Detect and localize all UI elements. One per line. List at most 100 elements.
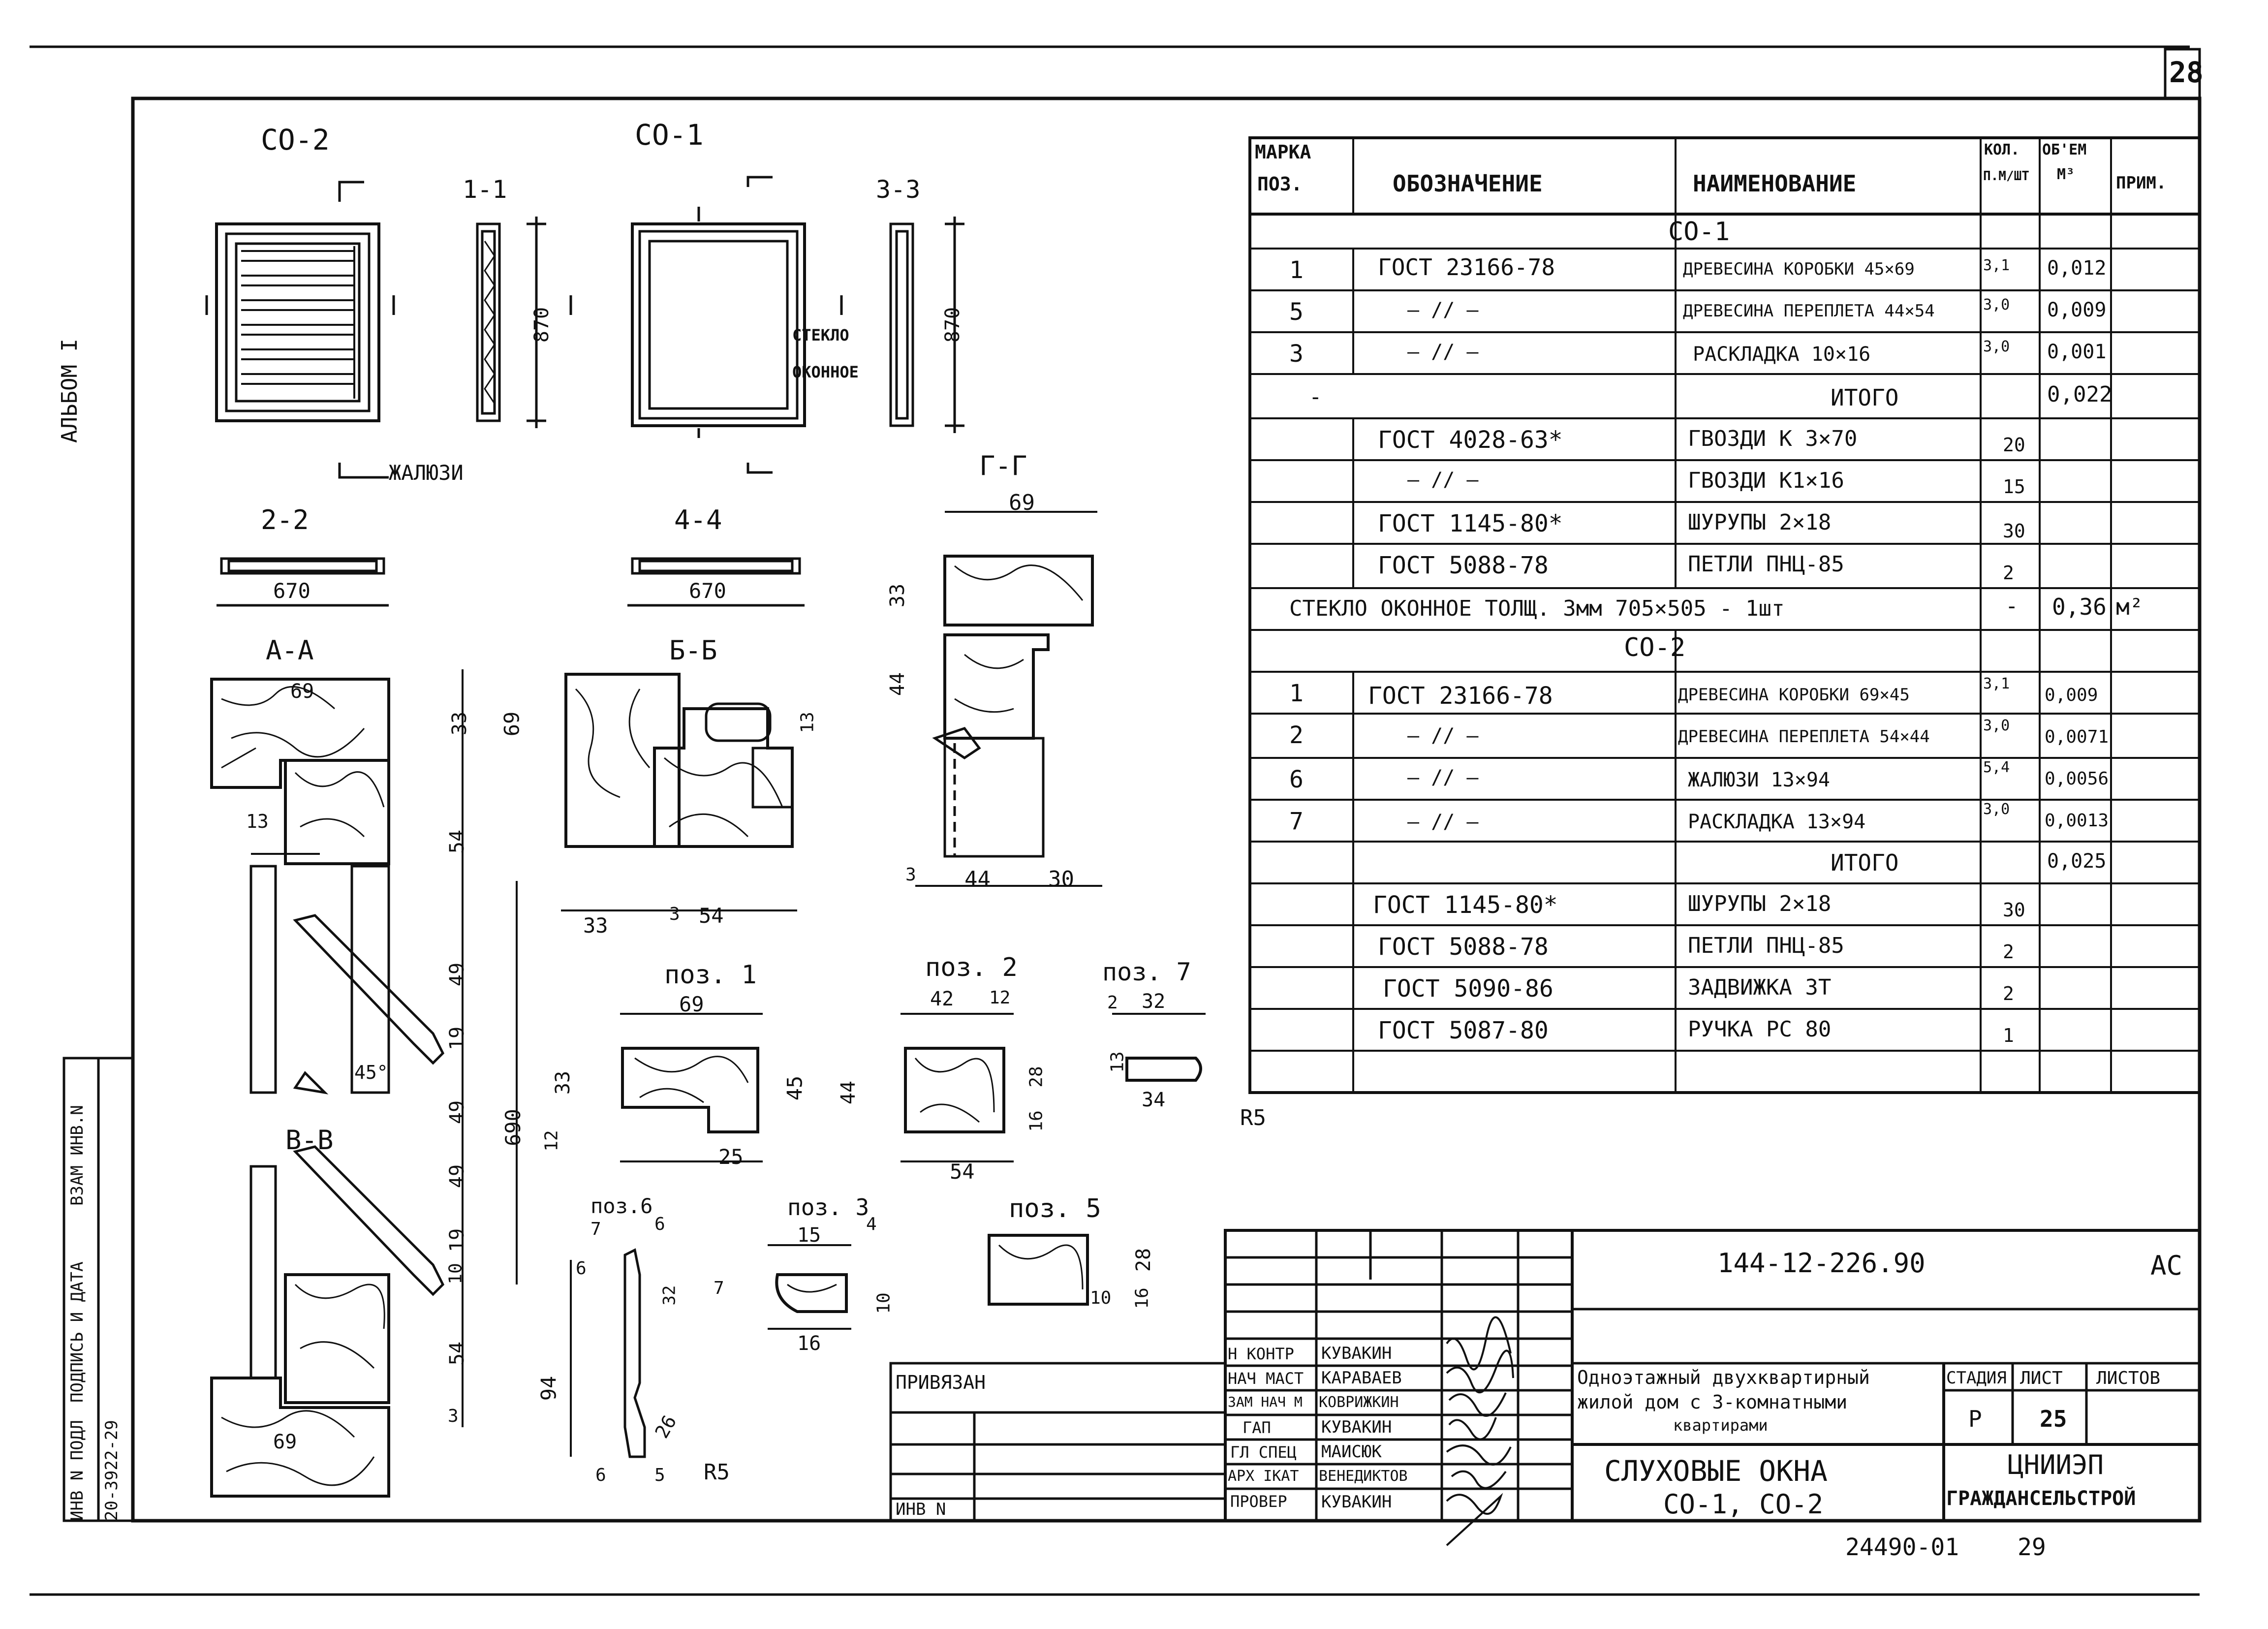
table-row-oboz: — // — (1407, 811, 1479, 833)
stadiya-value: Р (1968, 1406, 1982, 1432)
radius-r5-a: R5 (1240, 1105, 1266, 1130)
signer-name: КОВРИЖКИН (1319, 1394, 1399, 1411)
section-v-v: В-В (285, 1125, 334, 1156)
inv-label: ИНВ N (896, 1500, 946, 1519)
table-row-kol: 2 (2003, 562, 2014, 584)
table-row-oboz: — // — (1407, 341, 1479, 363)
poz-1-label: поз. 1 (664, 960, 757, 990)
hdr-obem: ОБ'ЕМ (2042, 141, 2087, 158)
dim-33-a: 33 (448, 711, 471, 736)
table-row-kol: 30 (2003, 899, 2025, 921)
itogo-value-co2: 0,025 (2047, 850, 2107, 873)
table-row-name: ГВОЗДИ К 3×70 (1688, 426, 1858, 451)
role: Н КОНТР (1228, 1345, 1294, 1363)
glass-row-prim: м² (2116, 594, 2144, 620)
co1-title: СО-1 (635, 118, 704, 152)
table-row-name: ПЕТЛИ ПНЦ-85 (1688, 552, 1844, 577)
dim-30: 30 (1048, 867, 1074, 892)
poz-6-label: поз.6 (590, 1194, 653, 1218)
signer-name: КУВАКИН (1321, 1417, 1392, 1437)
table-row-name: РАСКЛАДКА 10×16 (1693, 343, 1871, 366)
table-row-name: ПЕТЛИ ПНЦ-85 (1688, 933, 1844, 958)
table-row-poz: 2 (1289, 721, 1304, 749)
list-label: ЛИСТ (2020, 1368, 2063, 1388)
table-row-oboz: — // — (1407, 469, 1479, 491)
role: ЗАМ НАЧ М (1228, 1394, 1303, 1410)
dim-12-b: 12 (989, 988, 1011, 1008)
table-row-kol: 5,4 (1983, 759, 2010, 776)
dim-32-b: 32 (659, 1285, 680, 1306)
table-row-name: РУЧКА РС 80 (1688, 1017, 1832, 1042)
table-row-name: ЗАДВИЖКА 3Т (1688, 975, 1832, 1000)
dim-42: 42 (930, 988, 954, 1010)
table-row-poz: 6 (1289, 766, 1304, 793)
dim-45: 45 (782, 1075, 807, 1101)
table-row-kol: 2 (2003, 983, 2014, 1004)
table-row-kol: 3,0 (1983, 801, 2010, 818)
section-a-a: А-А (266, 635, 314, 666)
dim-10: 10 (445, 1263, 466, 1284)
dim-94: 94 (536, 1376, 561, 1401)
table-row-oboz: ГОСТ 23166-78 (1368, 682, 1553, 710)
dim-13-b: 13 (797, 712, 818, 733)
dim-2: 2 (1107, 993, 1118, 1013)
table-row-kol: 2 (2003, 941, 2014, 963)
table-row-oboz: ГОСТ 5088-78 (1378, 552, 1549, 579)
signer-name: МАИСЮК (1321, 1442, 1382, 1462)
dim-5: 5 (654, 1465, 665, 1485)
hdr-obem-units: М³ (2057, 166, 2075, 183)
glass-row-kol: - (2005, 594, 2019, 619)
dim-10-b: 10 (873, 1292, 894, 1314)
table-row-oboz: ГОСТ 1145-80* (1378, 510, 1563, 537)
section-1-1: 1-1 (463, 175, 507, 204)
privyazan-label: ПРИВЯЗАН (896, 1372, 986, 1393)
table-row-obem: 0,0071 (2045, 727, 2109, 747)
hdr-kol: КОЛ. (1984, 141, 2020, 158)
dim-670-a: 670 (273, 579, 311, 603)
dim-25: 25 (718, 1145, 744, 1169)
dim-54-d: 54 (446, 1341, 469, 1366)
dim-3-a: 3 (669, 904, 680, 924)
side-inv-podl: ИНВ N ПОДЛ (67, 1420, 87, 1521)
table-row-oboz: — // — (1407, 299, 1479, 321)
dim-12-a: 12 (541, 1130, 562, 1152)
dim-54-c: 54 (446, 829, 469, 854)
section-g-g: Г-Г (979, 450, 1027, 481)
table-row-obem: 0,009 (2047, 299, 2107, 321)
dim-69-b: 69 (1009, 490, 1035, 515)
role: ПРОВЕР (1230, 1492, 1287, 1511)
dim-3-c: 3 (448, 1406, 459, 1426)
table-row-name: ШУРУПЫ 2×18 (1688, 510, 1832, 535)
document-code: 144-12-226.90 (1717, 1248, 1926, 1279)
table-row-kol: 3,1 (1983, 257, 2010, 274)
dim-10-c: 10 (1090, 1288, 1112, 1308)
table-row-name: РАСКЛАДКА 13×94 (1688, 811, 1866, 833)
sheet-title-1: СЛУХОВЫЕ ОКНА (1604, 1454, 1828, 1488)
section-2-2: 2-2 (261, 504, 309, 535)
dim-28-a: 28 (1026, 1066, 1047, 1088)
table-row-oboz: ГОСТ 23166-78 (1378, 254, 1555, 281)
dim-19-b: 19 (446, 1228, 469, 1253)
dim-13-c: 13 (1107, 1051, 1128, 1073)
hdr-naimenovanie: НАИМЕНОВАНИЕ (1693, 170, 1857, 197)
dim-3-b: 3 (905, 865, 916, 885)
louvers-label: ЖАЛЮЗИ (389, 461, 464, 485)
table-row-oboz: ГОСТ 5090-86 (1383, 975, 1553, 1002)
listov-label: ЛИСТОВ (2096, 1368, 2161, 1388)
radius-r5-b: R5 (704, 1460, 730, 1485)
glass-row-text: СТЕКЛО ОКОННОЕ ТОЛЩ. 3мм 705×505 - 1шт (1289, 596, 1785, 621)
role: АРХ IКАТ (1228, 1468, 1299, 1485)
dim-16-b: 16 (797, 1332, 821, 1355)
dim-44-b: 44 (886, 672, 909, 696)
table-row-oboz: ГОСТ 1145-80* (1373, 891, 1558, 919)
dim-16-a: 16 (1026, 1110, 1047, 1132)
table-row-poz: 1 (1289, 256, 1304, 284)
table-row-kol: 3,1 (1983, 675, 2010, 692)
table-row-oboz: — // — (1407, 766, 1479, 789)
sheet-title-2: СО-1, СО-2 (1663, 1489, 1824, 1520)
dim-7-a: 7 (590, 1219, 601, 1239)
hdr-oboznachenie: ОБОЗНАЧЕНИЕ (1393, 170, 1543, 197)
table-row-kol: 15 (2003, 476, 2025, 498)
table-row-poz: 7 (1289, 808, 1304, 835)
